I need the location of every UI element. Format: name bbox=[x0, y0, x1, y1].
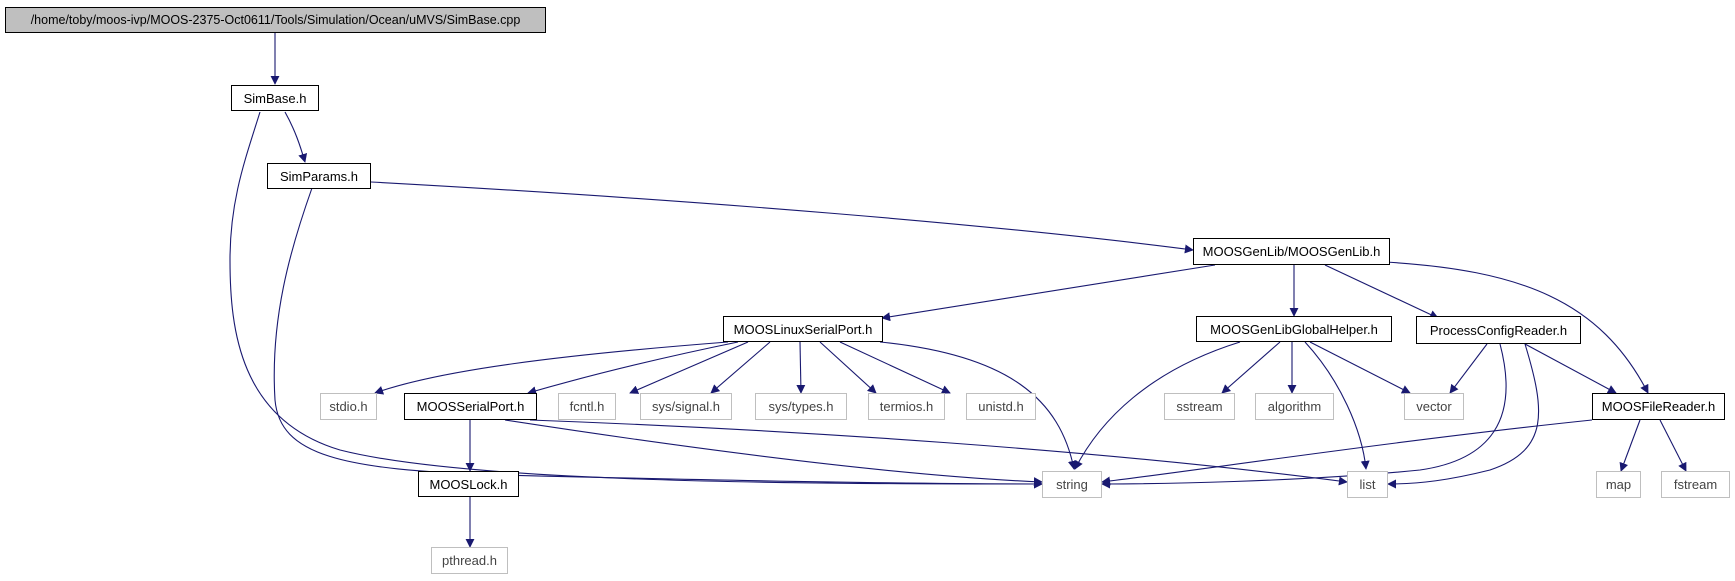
edge-globalhelper-h-to-sstream bbox=[1221, 341, 1281, 394]
edge-linuxserial-h-to-types-h bbox=[796, 341, 806, 394]
edge-processconfig-h-to-list bbox=[1387, 343, 1540, 489]
edge-linuxserial-h-to-stdio-h bbox=[374, 341, 729, 395]
node-moosserialport-h[interactable]: MOOSSerialPort.h bbox=[404, 393, 537, 420]
edge-filereader-h-to-string bbox=[1101, 419, 1593, 486]
node-termios-h[interactable]: termios.h bbox=[868, 393, 945, 420]
edge-moosgenlib-h-to-linuxserial-h bbox=[881, 264, 1216, 322]
edge-linuxserial-h-to-serialport-h bbox=[527, 341, 739, 396]
node-moosgenlib-h[interactable]: MOOSGenLib/MOOSGenLib.h bbox=[1193, 238, 1390, 265]
node-genlibglobalhelper-h[interactable]: MOOSGenLibGlobalHelper.h bbox=[1196, 316, 1392, 342]
edge-linuxserial-h-to-signal-h bbox=[710, 341, 771, 394]
node-linuxserialport-h[interactable]: MOOSLinuxSerialPort.h bbox=[723, 316, 883, 342]
edge-processconfig-h-to-filereader-h bbox=[1524, 343, 1617, 394]
node-fstream[interactable]: fstream bbox=[1661, 471, 1730, 498]
node-map[interactable]: map bbox=[1596, 471, 1641, 498]
edge-linuxserial-h-to-fcntl-h bbox=[629, 341, 749, 394]
node-moosfilereader-h[interactable]: MOOSFileReader.h bbox=[1592, 393, 1725, 420]
edge-filereader-h-to-fstream bbox=[1659, 419, 1687, 472]
node-sys-signal-h[interactable]: sys/signal.h bbox=[640, 393, 732, 420]
edge-serialport-h-to-list bbox=[529, 419, 1348, 486]
edge-filereader-h-to-map bbox=[1619, 419, 1641, 472]
edge-linuxserial-h-to-string bbox=[879, 341, 1077, 470]
edge-globalhelper-h-to-list bbox=[1304, 341, 1370, 470]
node-simbase-h[interactable]: SimBase.h bbox=[231, 85, 319, 111]
edge-simbase-h-to-simparams-h bbox=[284, 111, 308, 163]
node-simparams-h[interactable]: SimParams.h bbox=[267, 163, 371, 189]
edge-simbase-h-to-string bbox=[229, 111, 1043, 489]
edge-simparams-h-to-moosgenlib-h bbox=[370, 181, 1194, 254]
node-processconfigreader-h[interactable]: ProcessConfigReader.h bbox=[1416, 316, 1581, 344]
edge-processconfig-h-to-vector bbox=[1449, 343, 1488, 394]
edge-moosgenlib-h-to-processconfig-h bbox=[1324, 264, 1439, 319]
edge-globalhelper-h-to-string bbox=[1074, 341, 1241, 470]
edge-moosgenlib-h-to-filereader-h bbox=[1384, 261, 1649, 394]
node-stdio-h[interactable]: stdio.h bbox=[320, 393, 377, 420]
node-simbase-cpp[interactable]: /home/toby/moos-ivp/MOOS-2375-Oct0611/To… bbox=[5, 7, 546, 33]
node-string[interactable]: string bbox=[1042, 471, 1102, 498]
edge-processconfig-h-to-string bbox=[1101, 343, 1507, 489]
node-fcntl-h[interactable]: fcntl.h bbox=[558, 393, 616, 420]
edge-simparams-h-to-string bbox=[273, 187, 1043, 489]
node-sstream[interactable]: sstream bbox=[1164, 393, 1235, 420]
node-list[interactable]: list bbox=[1347, 471, 1388, 498]
node-mooslock-h[interactable]: MOOSLock.h bbox=[418, 471, 519, 497]
node-algorithm[interactable]: algorithm bbox=[1255, 393, 1334, 420]
edge-globalhelper-h-to-vector bbox=[1309, 341, 1411, 394]
edge-serialport-h-to-string bbox=[504, 419, 1043, 487]
edge-linuxserial-h-to-unistd-h bbox=[839, 341, 951, 394]
edge-linuxserial-h-to-termios-h bbox=[819, 341, 877, 394]
node-unistd-h[interactable]: unistd.h bbox=[966, 393, 1036, 420]
node-vector[interactable]: vector bbox=[1404, 393, 1464, 420]
node-pthread-h[interactable]: pthread.h bbox=[431, 547, 508, 574]
node-sys-types-h[interactable]: sys/types.h bbox=[755, 393, 847, 420]
